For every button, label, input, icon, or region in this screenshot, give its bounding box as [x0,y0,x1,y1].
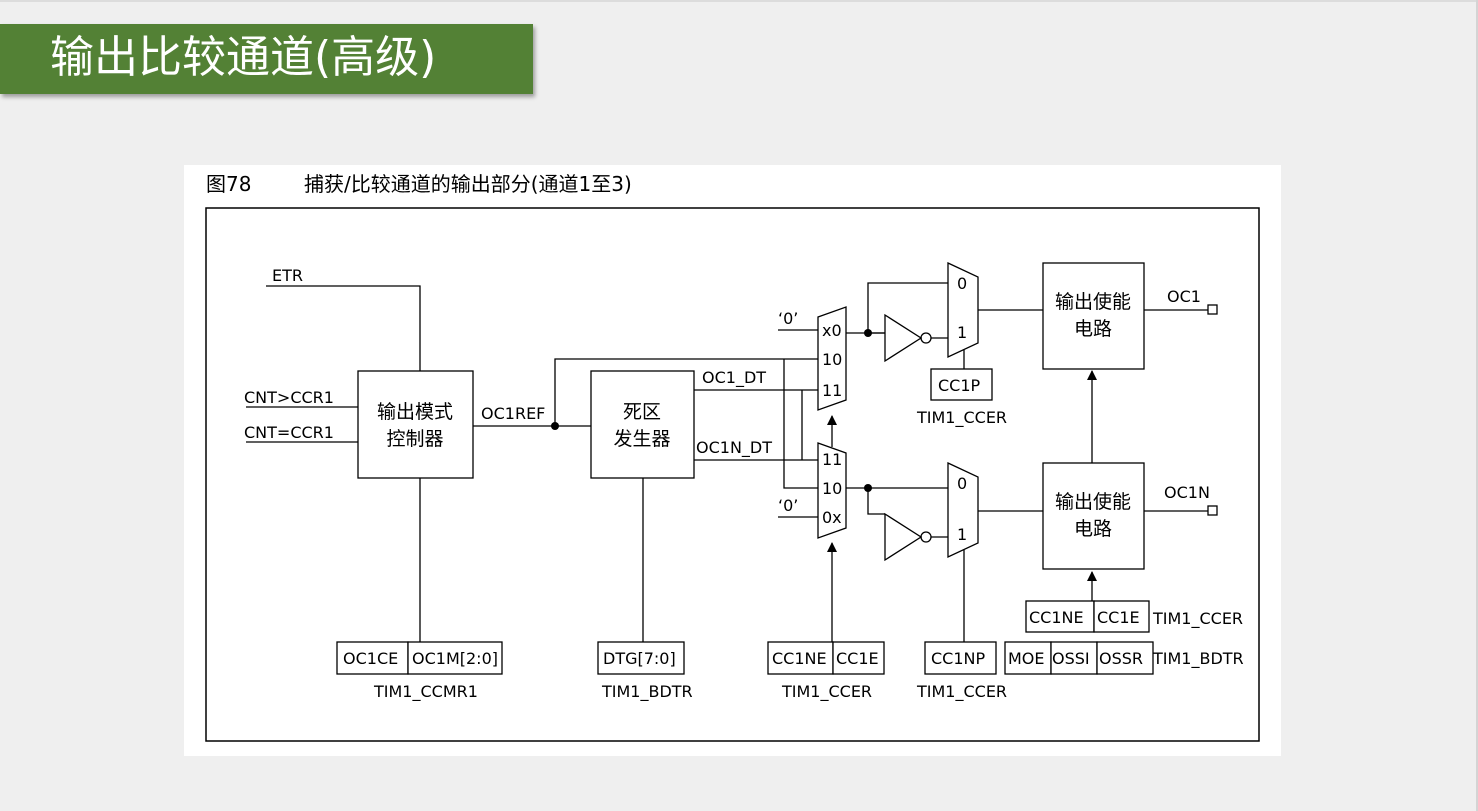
cc1p-field-box [930,368,993,401]
etr-line [266,285,421,371]
figure-caption: 捕获/比较通道的输出部分(通道1至3) [304,172,632,196]
oc1ref-junction [551,422,559,430]
bdtr-dtg-name: TIM1_BDTR [601,682,693,702]
selector-bottom-1: 1 [957,525,967,544]
cc1np-name: TIM1_CCER [916,682,1007,702]
dead-zone-block [590,370,695,479]
selector-bottom-0: 0 [957,474,967,493]
ccmr1-field-oc1ce: OC1CE [343,649,398,668]
ccer-enable-field-cc1e: CC1E [1097,608,1140,627]
top-inverter [884,313,923,363]
cc1np-field-box [924,641,997,675]
enable-bottom-block [1042,462,1145,570]
etr-label: ETR [272,266,303,285]
cc1np-field: CC1NP [931,649,985,668]
ccer-enable-field-box-2 [1093,600,1150,633]
ccer-mux-field-box-2 [832,641,885,675]
cnt-gt-label: CNT>CCR1 [244,388,334,407]
top-direct-line [867,282,948,333]
dead-zone-line2: 发生器 [613,428,670,450]
ccer-mux-name: TIM1_CCER [781,682,872,702]
mux-top-x0: x0 [822,321,842,340]
figure-number: 图78 [206,172,251,196]
slide-edge [1476,0,1478,811]
ccer-enable-name: TIM1_CCER [1152,609,1243,629]
bdtr-enable-field-moe: MOE [1008,649,1045,668]
bottom-inverter [884,512,923,562]
zero-top-label: ‘0’ [778,309,798,328]
ccer-mux-field-box-1 [767,641,834,675]
figure-frame [205,207,1260,742]
ccmr1-field-box-2 [407,641,503,675]
top-inverter-bubble [920,332,932,344]
oc1-dt-label: OC1_DT [702,368,766,388]
mux-bottom-0x: 0x [822,508,842,527]
zero-bottom-label: ‘0’ [778,496,798,515]
enable-top-block [1042,262,1145,370]
bottom-invert-path [867,488,885,515]
enable-bottom-line1: 输出使能 [1055,491,1131,513]
figure-panel: 图78 捕获/比较通道的输出部分(通道1至3) [184,165,1281,756]
dead-zone-line1: 死区 [623,401,661,423]
cc1p-name: TIM1_CCER [916,408,1007,428]
bdtr-enable-field-ossr: OSSR [1099,649,1143,668]
bdtr-enable-field-box-2 [1050,641,1098,675]
oc1-label: OC1 [1167,287,1201,306]
mux-bottom-11: 11 [822,450,842,469]
mux-top-10: 10 [822,350,842,369]
bottom-selector [947,461,979,559]
title-banner: 输出比较通道(高级) [0,24,533,94]
selector-top-0: 0 [957,274,967,293]
ccmr1-field-box-1 [336,641,409,675]
top-selector [947,261,979,359]
cnt-eq-label: CNT=CCR1 [244,423,334,442]
oc1-pin [1207,304,1218,315]
mode-controller-line2: 控制器 [386,428,443,450]
ccmr1-name: TIM1_CCMR1 [373,682,478,702]
ccer-enable-field-cc1ne: CC1NE [1029,608,1084,627]
oc1n-pin [1207,505,1218,516]
mux-bottom-10: 10 [822,479,842,498]
oc1ref-bypass-line [554,358,818,426]
enable-top-line1: 输出使能 [1055,291,1131,313]
bdtr-enable-field-ossi: OSSI [1052,649,1090,668]
bdtr-dtg-field: DTG[7:0] [603,649,676,668]
slide-title: 输出比较通道(高级) [50,32,437,83]
ccmr1-field-oc1m: OC1M[2:0] [412,649,498,668]
dtg-field-box [597,641,685,675]
mode-controller-line1: 输出模式 [377,401,453,423]
oc1ref-label: OC1REF [481,404,545,423]
mux-top-11: 11 [822,381,842,400]
enable-bottom-line2: 电路 [1074,518,1112,540]
cc1p-field: CC1P [938,376,981,395]
top-out-junction [864,329,872,337]
bdtr-enable-field-box-1 [1004,641,1052,675]
ccer-mux-field-cc1ne: CC1NE [772,649,827,668]
top-rule [0,0,1478,2]
bdtr-enable-name: TIM1_BDTR [1152,649,1244,669]
oc1n-dt-label: OC1N_DT [696,438,772,458]
enable-top-line2: 电路 [1074,318,1112,340]
selector-top-1: 1 [957,323,967,342]
oc1ref-to-bottom-mux [783,359,818,489]
ccer-mux-field-cc1e: CC1E [836,649,879,668]
ccer-enable-field-box-1 [1025,600,1095,633]
oc1n-label: OC1N [1164,483,1210,502]
block-diagram: 图78 捕获/比较通道的输出部分(通道1至3) [205,172,1260,742]
bdtr-enable-field-box-3 [1096,641,1154,675]
bottom-inverter-bubble [920,531,932,543]
bottom-out-junction [864,484,872,492]
top-mux [817,306,847,411]
mode-controller-block [357,370,474,479]
bottom-mux [817,442,847,539]
